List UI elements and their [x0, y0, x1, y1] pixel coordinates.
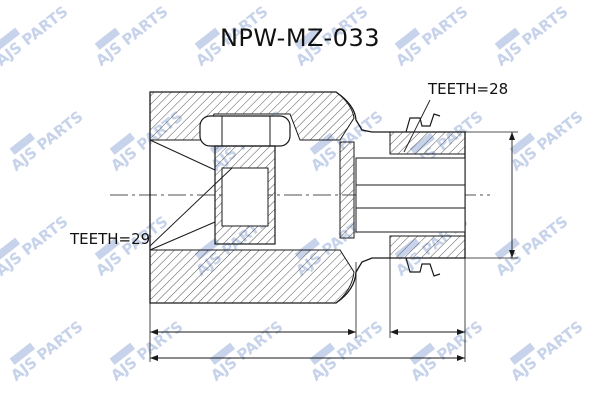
inner-spline-bore — [221, 167, 269, 227]
dim-length-spline-arrow-r — [457, 329, 465, 335]
housing-mouth-lower — [149, 221, 216, 251]
shoulder-ring — [339, 141, 355, 239]
roller-element — [199, 115, 291, 147]
snap-ring-bottom — [405, 257, 441, 277]
dim-length-housing-arrow-l — [150, 329, 158, 335]
teeth-inner-label: TEETH=29 — [70, 230, 151, 248]
dim-length-spline-arrow-l — [390, 329, 398, 335]
dim-arrow-bottom — [509, 250, 515, 258]
dim-length-total-arrow-l — [150, 355, 158, 361]
housing-wall-bottom — [149, 249, 355, 304]
dim-length-housing-arrow-r — [348, 329, 356, 335]
part-number-title: NPW-MZ-033 — [219, 24, 381, 52]
snap-ring-top — [405, 113, 441, 133]
dim-length-total-arrow-r — [457, 355, 465, 361]
outer-spline-bottom — [389, 235, 466, 259]
outer-spline-top — [389, 131, 466, 155]
teeth-outer-label: TEETH=28 — [428, 80, 509, 98]
housing-mouth-upper — [149, 139, 216, 171]
leader-teeth-outer — [403, 99, 431, 153]
stem-bore — [355, 157, 466, 233]
leader-teeth-inner — [149, 167, 233, 247]
dim-arrow-top — [509, 132, 515, 140]
